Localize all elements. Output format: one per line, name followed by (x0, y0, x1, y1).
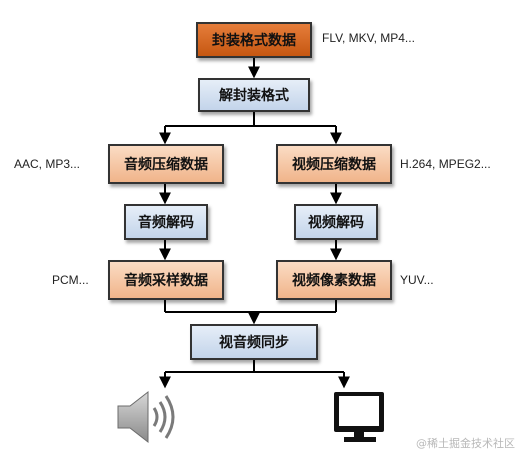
node-video-decode: 视频解码 (294, 204, 378, 240)
node-audio-decode: 音频解码 (124, 204, 208, 240)
note-container-formats: FLV, MKV, MP4... (322, 31, 415, 45)
note-audio-raw: PCM... (52, 273, 89, 287)
node-audio-compressed: 音频压缩数据 (108, 144, 224, 184)
watermark: @稀土掘金技术社区 (416, 437, 515, 450)
node-container-data: 封装格式数据 (196, 22, 312, 58)
note-audio-formats: AAC, MP3... (14, 157, 81, 171)
node-av-sync: 视音频同步 (190, 324, 318, 360)
node-video-pixels: 视频像素数据 (276, 260, 392, 300)
node-video-compressed: 视频压缩数据 (276, 144, 392, 184)
node-demux: 解封装格式 (198, 78, 310, 112)
monitor-icon (334, 392, 384, 442)
speaker-icon (117, 390, 175, 444)
note-video-formats: H.264, MPEG2... (400, 157, 491, 171)
note-video-raw: YUV... (400, 273, 434, 287)
node-audio-samples: 音频采样数据 (108, 260, 224, 300)
